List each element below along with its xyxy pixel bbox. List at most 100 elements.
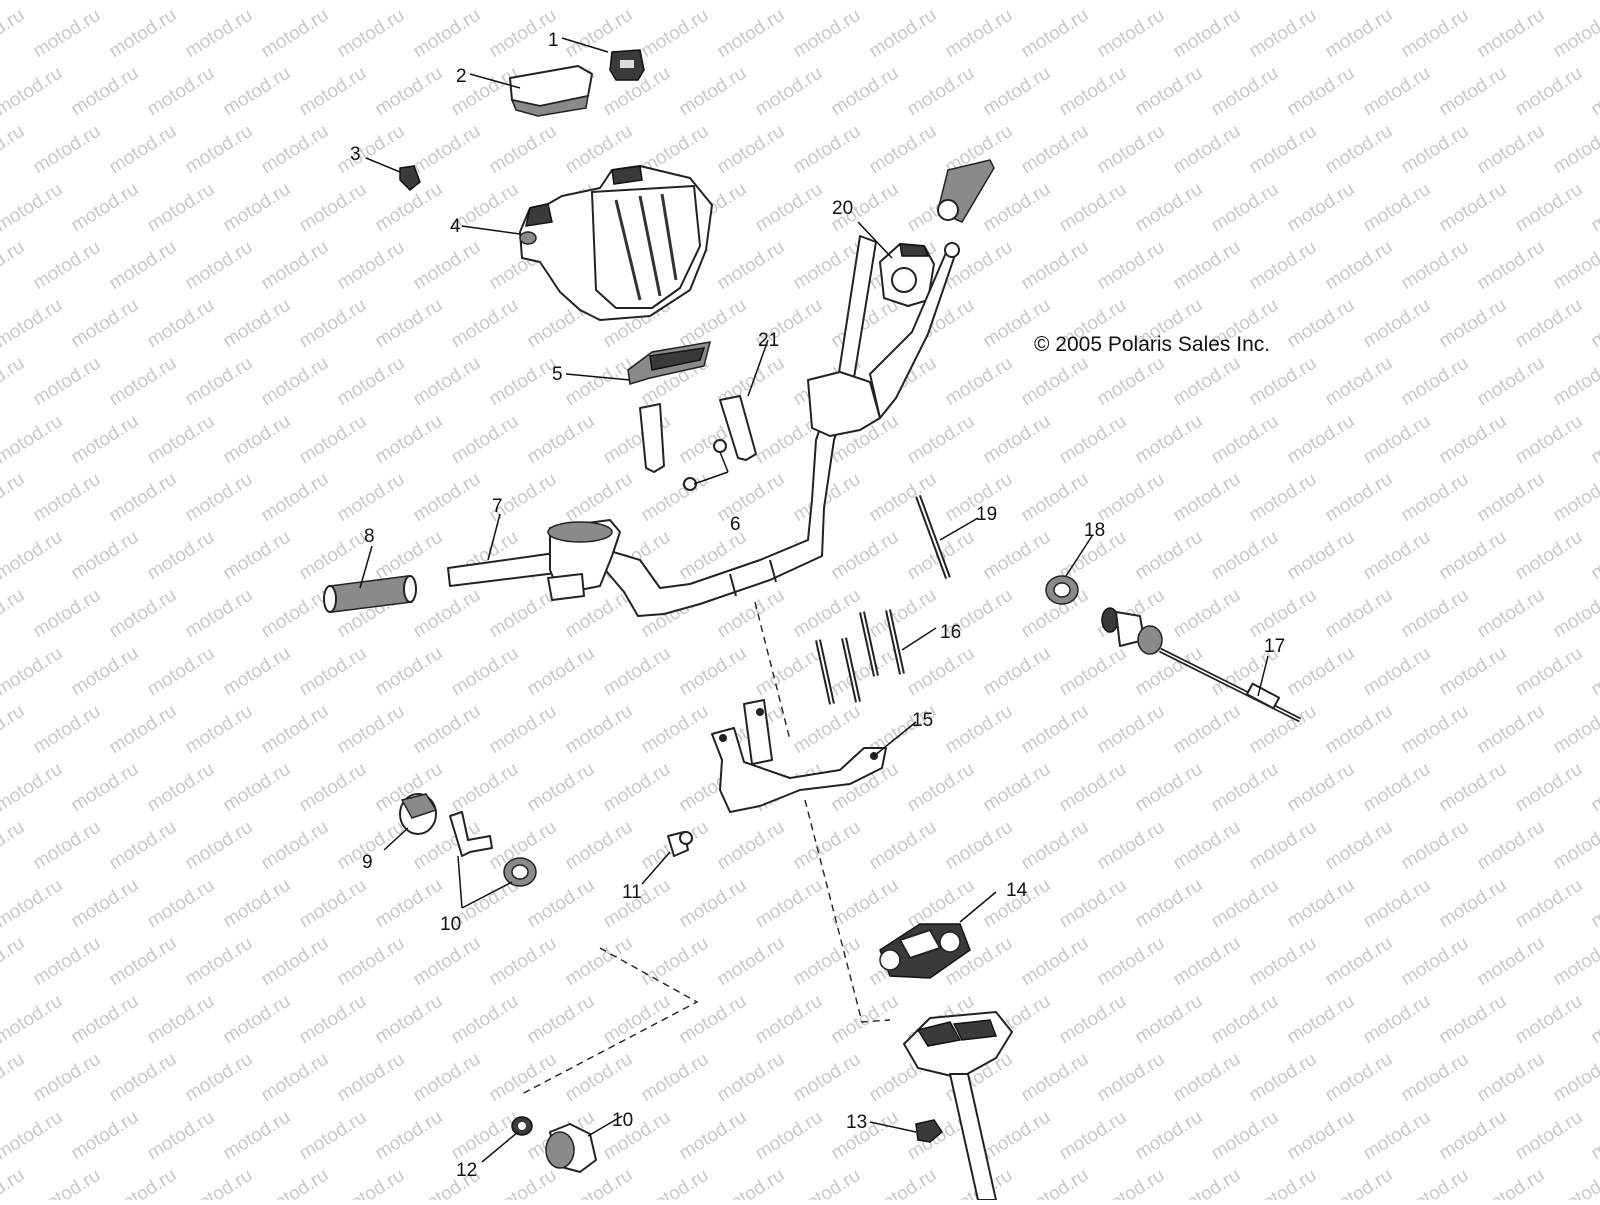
watermark-text: motod.ru bbox=[0, 817, 28, 875]
watermark-text: motod.ru bbox=[1322, 1049, 1397, 1107]
watermark-text: motod.ru bbox=[904, 759, 979, 817]
watermark-text: motod.ru bbox=[410, 121, 485, 179]
watermark-text: motod.ru bbox=[790, 701, 865, 759]
watermark-text: motod.ru bbox=[448, 643, 523, 701]
watermark-text: motod.ru bbox=[486, 1049, 561, 1107]
watermark-text: motod.ru bbox=[600, 643, 675, 701]
watermark-text: motod.ru bbox=[106, 933, 181, 991]
callout-13: 13 bbox=[846, 1112, 867, 1133]
watermark-text: motod.ru bbox=[0, 933, 28, 991]
watermark-text: motod.ru bbox=[1094, 1165, 1169, 1200]
watermark-text: motod.ru bbox=[448, 0, 523, 4]
watermark-text: motod.ru bbox=[1170, 237, 1245, 295]
watermark-text: motod.ru bbox=[1360, 991, 1435, 1049]
watermark-text: motod.ru bbox=[258, 353, 333, 411]
watermark-text: motod.ru bbox=[828, 875, 903, 933]
watermark-text: motod.ru bbox=[1322, 1165, 1397, 1200]
watermark-text: motod.ru bbox=[980, 643, 1055, 701]
callout-19: 19 bbox=[976, 504, 997, 525]
watermark-text: motod.ru bbox=[1436, 179, 1511, 237]
watermark-text: motod.ru bbox=[1550, 1165, 1600, 1200]
watermark-text: motod.ru bbox=[182, 469, 257, 527]
watermark-text: motod.ru bbox=[1360, 875, 1435, 933]
watermark-text: motod.ru bbox=[0, 701, 28, 759]
watermark-text: motod.ru bbox=[258, 933, 333, 991]
watermark-text: motod.ru bbox=[1322, 933, 1397, 991]
watermark-text: motod.ru bbox=[1588, 179, 1600, 237]
watermark-text: motod.ru bbox=[1588, 875, 1600, 933]
watermark-text: motod.ru bbox=[1094, 353, 1169, 411]
watermark-text: motod.ru bbox=[1208, 179, 1283, 237]
watermark-text: motod.ru bbox=[258, 469, 333, 527]
watermark-text: motod.ru bbox=[296, 527, 371, 585]
part-15-instrument-bracket bbox=[711, 699, 887, 813]
callout-21: 21 bbox=[758, 330, 779, 351]
watermark-text: motod.ru bbox=[106, 701, 181, 759]
callout-4: 4 bbox=[450, 216, 461, 237]
watermark-text: motod.ru bbox=[106, 121, 181, 179]
watermark-text: motod.ru bbox=[1056, 63, 1131, 121]
watermark-text: motod.ru bbox=[106, 5, 181, 63]
callout-5: 5 bbox=[552, 364, 563, 385]
watermark-text: motod.ru bbox=[258, 817, 333, 875]
watermark-text: motod.ru bbox=[1512, 643, 1587, 701]
watermark-text: motod.ru bbox=[1398, 353, 1473, 411]
watermark-text: motod.ru bbox=[676, 295, 751, 353]
part-10-key-and-bezel bbox=[449, 811, 537, 887]
copyright-notice: © 2005 Polaris Sales Inc. bbox=[1034, 333, 1270, 356]
watermark-text: motod.ru bbox=[1322, 237, 1397, 295]
watermark-text: motod.ru bbox=[182, 237, 257, 295]
watermark-text: motod.ru bbox=[1550, 469, 1600, 527]
watermark-text: motod.ru bbox=[144, 411, 219, 469]
watermark-text: motod.ru bbox=[714, 469, 789, 527]
watermark-text: motod.ru bbox=[144, 875, 219, 933]
part-5-handlebar-pad bbox=[627, 341, 712, 385]
watermark-text: motod.ru bbox=[1436, 643, 1511, 701]
watermark-text: motod.ru bbox=[106, 353, 181, 411]
watermark-text: motod.ru bbox=[1436, 295, 1511, 353]
watermark-text: motod.ru bbox=[562, 1049, 637, 1107]
watermark-text: motod.ru bbox=[0, 875, 66, 933]
callout-12: 12 bbox=[456, 1160, 477, 1181]
part-21-mounting-brackets bbox=[639, 395, 757, 473]
watermark-text: motod.ru bbox=[448, 991, 523, 1049]
watermark-text: motod.ru bbox=[1246, 121, 1321, 179]
watermark-text: motod.ru bbox=[68, 0, 143, 4]
watermark-text: motod.ru bbox=[410, 469, 485, 527]
watermark-text: motod.ru bbox=[828, 527, 903, 585]
watermark-text: motod.ru bbox=[144, 295, 219, 353]
watermark-text: motod.ru bbox=[600, 759, 675, 817]
watermark-text: motod.ru bbox=[1284, 1107, 1359, 1165]
watermark-text: motod.ru bbox=[904, 411, 979, 469]
watermark-text: motod.ru bbox=[1550, 5, 1600, 63]
watermark-text: motod.ru bbox=[448, 411, 523, 469]
watermark-text: motod.ru bbox=[1360, 527, 1435, 585]
watermark-text: motod.ru bbox=[1588, 991, 1600, 1049]
watermark-text: motod.ru bbox=[1550, 585, 1600, 643]
watermark-text: motod.ru bbox=[372, 411, 447, 469]
callout-labels: 1 2 3 4 5 6 7 8 9 10 10 11 12 13 14 15 1… bbox=[350, 30, 1285, 1181]
watermark-text: motod.ru bbox=[220, 991, 295, 1049]
watermark-text: motod.ru bbox=[1094, 237, 1169, 295]
watermark-text: motod.ru bbox=[1170, 1049, 1245, 1107]
watermark-text: motod.ru bbox=[1170, 1165, 1245, 1200]
watermark-text: motod.ru bbox=[904, 643, 979, 701]
watermark-text: motod.ru bbox=[1512, 1107, 1587, 1165]
watermark-text: motod.ru bbox=[1208, 0, 1283, 4]
watermark-text: motod.ru bbox=[980, 1107, 1055, 1165]
watermark-text: motod.ru bbox=[790, 933, 865, 991]
watermark-text: motod.ru bbox=[220, 527, 295, 585]
watermark-text: motod.ru bbox=[0, 643, 66, 701]
watermark-text: motod.ru bbox=[1474, 817, 1549, 875]
watermark-text: motod.ru bbox=[1284, 411, 1359, 469]
watermark-text: motod.ru bbox=[866, 585, 941, 643]
watermark-text: motod.ru bbox=[30, 585, 105, 643]
watermark-text: motod.ru bbox=[1360, 643, 1435, 701]
watermark-text: motod.ru bbox=[0, 759, 66, 817]
watermark-text: motod.ru bbox=[714, 933, 789, 991]
watermark-text: motod.ru bbox=[296, 295, 371, 353]
watermark-text: motod.ru bbox=[866, 5, 941, 63]
watermark-text: motod.ru bbox=[144, 63, 219, 121]
steering-post bbox=[903, 1011, 1013, 1201]
